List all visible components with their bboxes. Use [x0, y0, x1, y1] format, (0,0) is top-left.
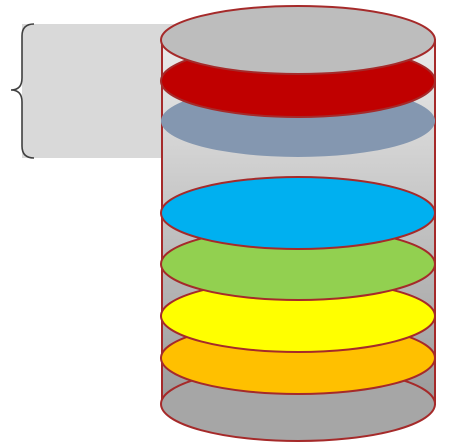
curly-brace-icon: [10, 23, 35, 159]
cylinder-top-cap: [160, 5, 436, 75]
layers-group: [160, 44, 436, 395]
sky-blue-layer: [160, 176, 436, 250]
